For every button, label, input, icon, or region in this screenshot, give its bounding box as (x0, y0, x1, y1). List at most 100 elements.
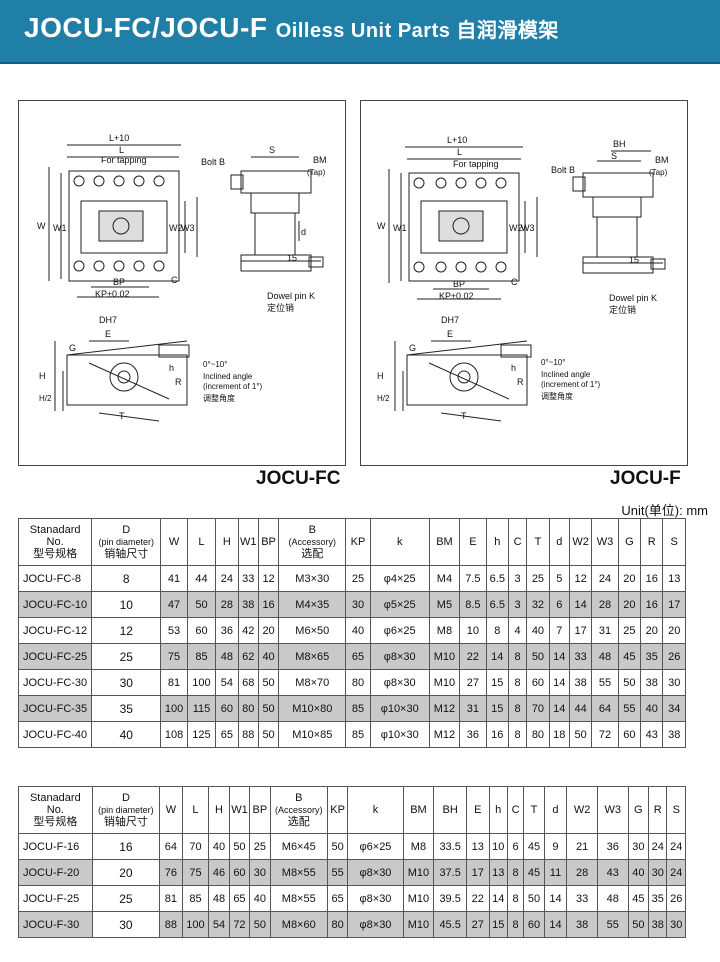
table-cell: 14 (543, 885, 568, 912)
table-cell: 50 (523, 885, 545, 912)
table-cell: 50 (627, 911, 650, 938)
table-cell: 50 (257, 695, 280, 722)
th-standard: Stanadard No. 型号规格 (18, 786, 93, 834)
table-cell: M10 (402, 859, 435, 886)
table-cell: φ8×30 (347, 859, 404, 886)
table-cell: M10×80 (278, 695, 347, 722)
table-cell: 81 (160, 669, 188, 696)
cell-pin-diameter: 16 (91, 833, 161, 860)
th-e: E (466, 786, 490, 834)
table-cell: 40 (257, 643, 280, 670)
model-label-fc: JOCU-FC (256, 468, 341, 489)
table-cell: 108 (160, 721, 188, 748)
f-label-h2: H/2 (377, 394, 390, 403)
table-cell: 31 (591, 617, 619, 644)
f-label-g: G (409, 343, 416, 353)
cell-pin-diameter: 12 (91, 617, 162, 644)
table-cell: 3 (507, 591, 528, 618)
label-w1: W1 (53, 223, 67, 233)
table-cell: 48 (596, 885, 629, 912)
table-cell: 65 (228, 885, 251, 912)
table-cell: 75 (160, 643, 188, 670)
f-label-c: C (511, 277, 518, 287)
table-cell: 38 (640, 669, 664, 696)
table-cell: 26 (662, 643, 686, 670)
label-l10: L+10 (109, 133, 129, 143)
table-cell: 60 (186, 617, 217, 644)
model-label-f: JOCU-F (610, 468, 681, 489)
table-cell: 75 (181, 859, 210, 886)
f-label-tap: (Tap) (649, 168, 668, 177)
table-cell: 14 (543, 911, 568, 938)
th-h: H (208, 786, 230, 834)
f-label-e: E (447, 329, 453, 339)
table-cell: 72 (591, 721, 619, 748)
table-cell: 6 (506, 833, 525, 860)
fc-plate-bore (112, 217, 130, 235)
table-cell: M6×50 (278, 617, 347, 644)
th-l: L (186, 518, 217, 566)
table-cell: 15 (485, 695, 509, 722)
table-cell: 6.5 (485, 591, 509, 618)
table-cell: 28 (566, 859, 598, 886)
table-cell: M6×45 (269, 833, 328, 860)
table-cell: 20 (617, 591, 642, 618)
table-cell: φ5×25 (369, 591, 430, 618)
table-cell: 24 (666, 859, 686, 886)
cell-standard: JOCU-F-16 (18, 833, 93, 860)
f-label-h: H (377, 371, 384, 381)
table-cell: 38 (568, 669, 593, 696)
table-cell: 30 (662, 669, 686, 696)
table-cell: 25 (249, 833, 271, 860)
table-cell: 62 (237, 643, 259, 670)
table-cell: 40 (640, 695, 664, 722)
label-w2: W2 (169, 223, 183, 233)
table-cell: 22 (466, 885, 490, 912)
table-cell: 8 (485, 617, 509, 644)
table-cell: φ10×30 (369, 695, 430, 722)
cell-pin-diameter: 20 (91, 859, 161, 886)
table-cell: 14 (488, 885, 508, 912)
table-cell: 24 (591, 565, 619, 592)
f-label-for-tapping: For tapping (453, 159, 499, 169)
table-cell: 43 (640, 721, 664, 748)
table-cell: M10 (428, 643, 461, 670)
f-label-dowel-pin: Dowel pin K (609, 293, 657, 303)
table-cell: 40 (249, 885, 271, 912)
table-cell: 50 (326, 833, 349, 860)
table-cell: φ8×30 (347, 885, 404, 912)
table-cell: 80 (326, 911, 349, 938)
table-cell: 33 (237, 565, 259, 592)
table-cell: 64 (591, 695, 619, 722)
cell-standard: JOCU-FC-30 (17, 669, 93, 696)
label-increment: (increment of 1°) (203, 382, 263, 391)
table-cell: M8×55 (269, 859, 328, 886)
title-main: JOCU-FC/JOCU-F (24, 12, 268, 43)
table-cell: 10 (459, 617, 487, 644)
th-g: G (627, 786, 650, 834)
th-w3: W3 (596, 786, 629, 834)
table-cell: 8.5 (459, 591, 487, 618)
cell-standard: JOCU-FC-8 (17, 565, 93, 592)
table-cell: 50 (228, 833, 251, 860)
table-cell: 45 (627, 885, 650, 912)
table-cell: 64 (159, 833, 183, 860)
table-cell: 20 (640, 617, 664, 644)
label-angle: 0°~10° (203, 360, 227, 369)
table-cell: M3×30 (278, 565, 347, 592)
f-label-15: 15 (629, 255, 639, 265)
th-d-small: d (548, 518, 570, 566)
table-cell: 13 (488, 859, 508, 886)
cell-standard: JOCU-FC-40 (17, 721, 93, 748)
table-cell: 100 (160, 695, 188, 722)
table-cell: 40 (526, 617, 550, 644)
table-cell: 25 (526, 565, 550, 592)
table-cell: 8 (507, 721, 528, 748)
table-cell: 16 (485, 721, 509, 748)
table-cell: 38 (237, 591, 259, 618)
table-cell: 85 (345, 695, 371, 722)
table-cell: 50 (257, 721, 280, 748)
